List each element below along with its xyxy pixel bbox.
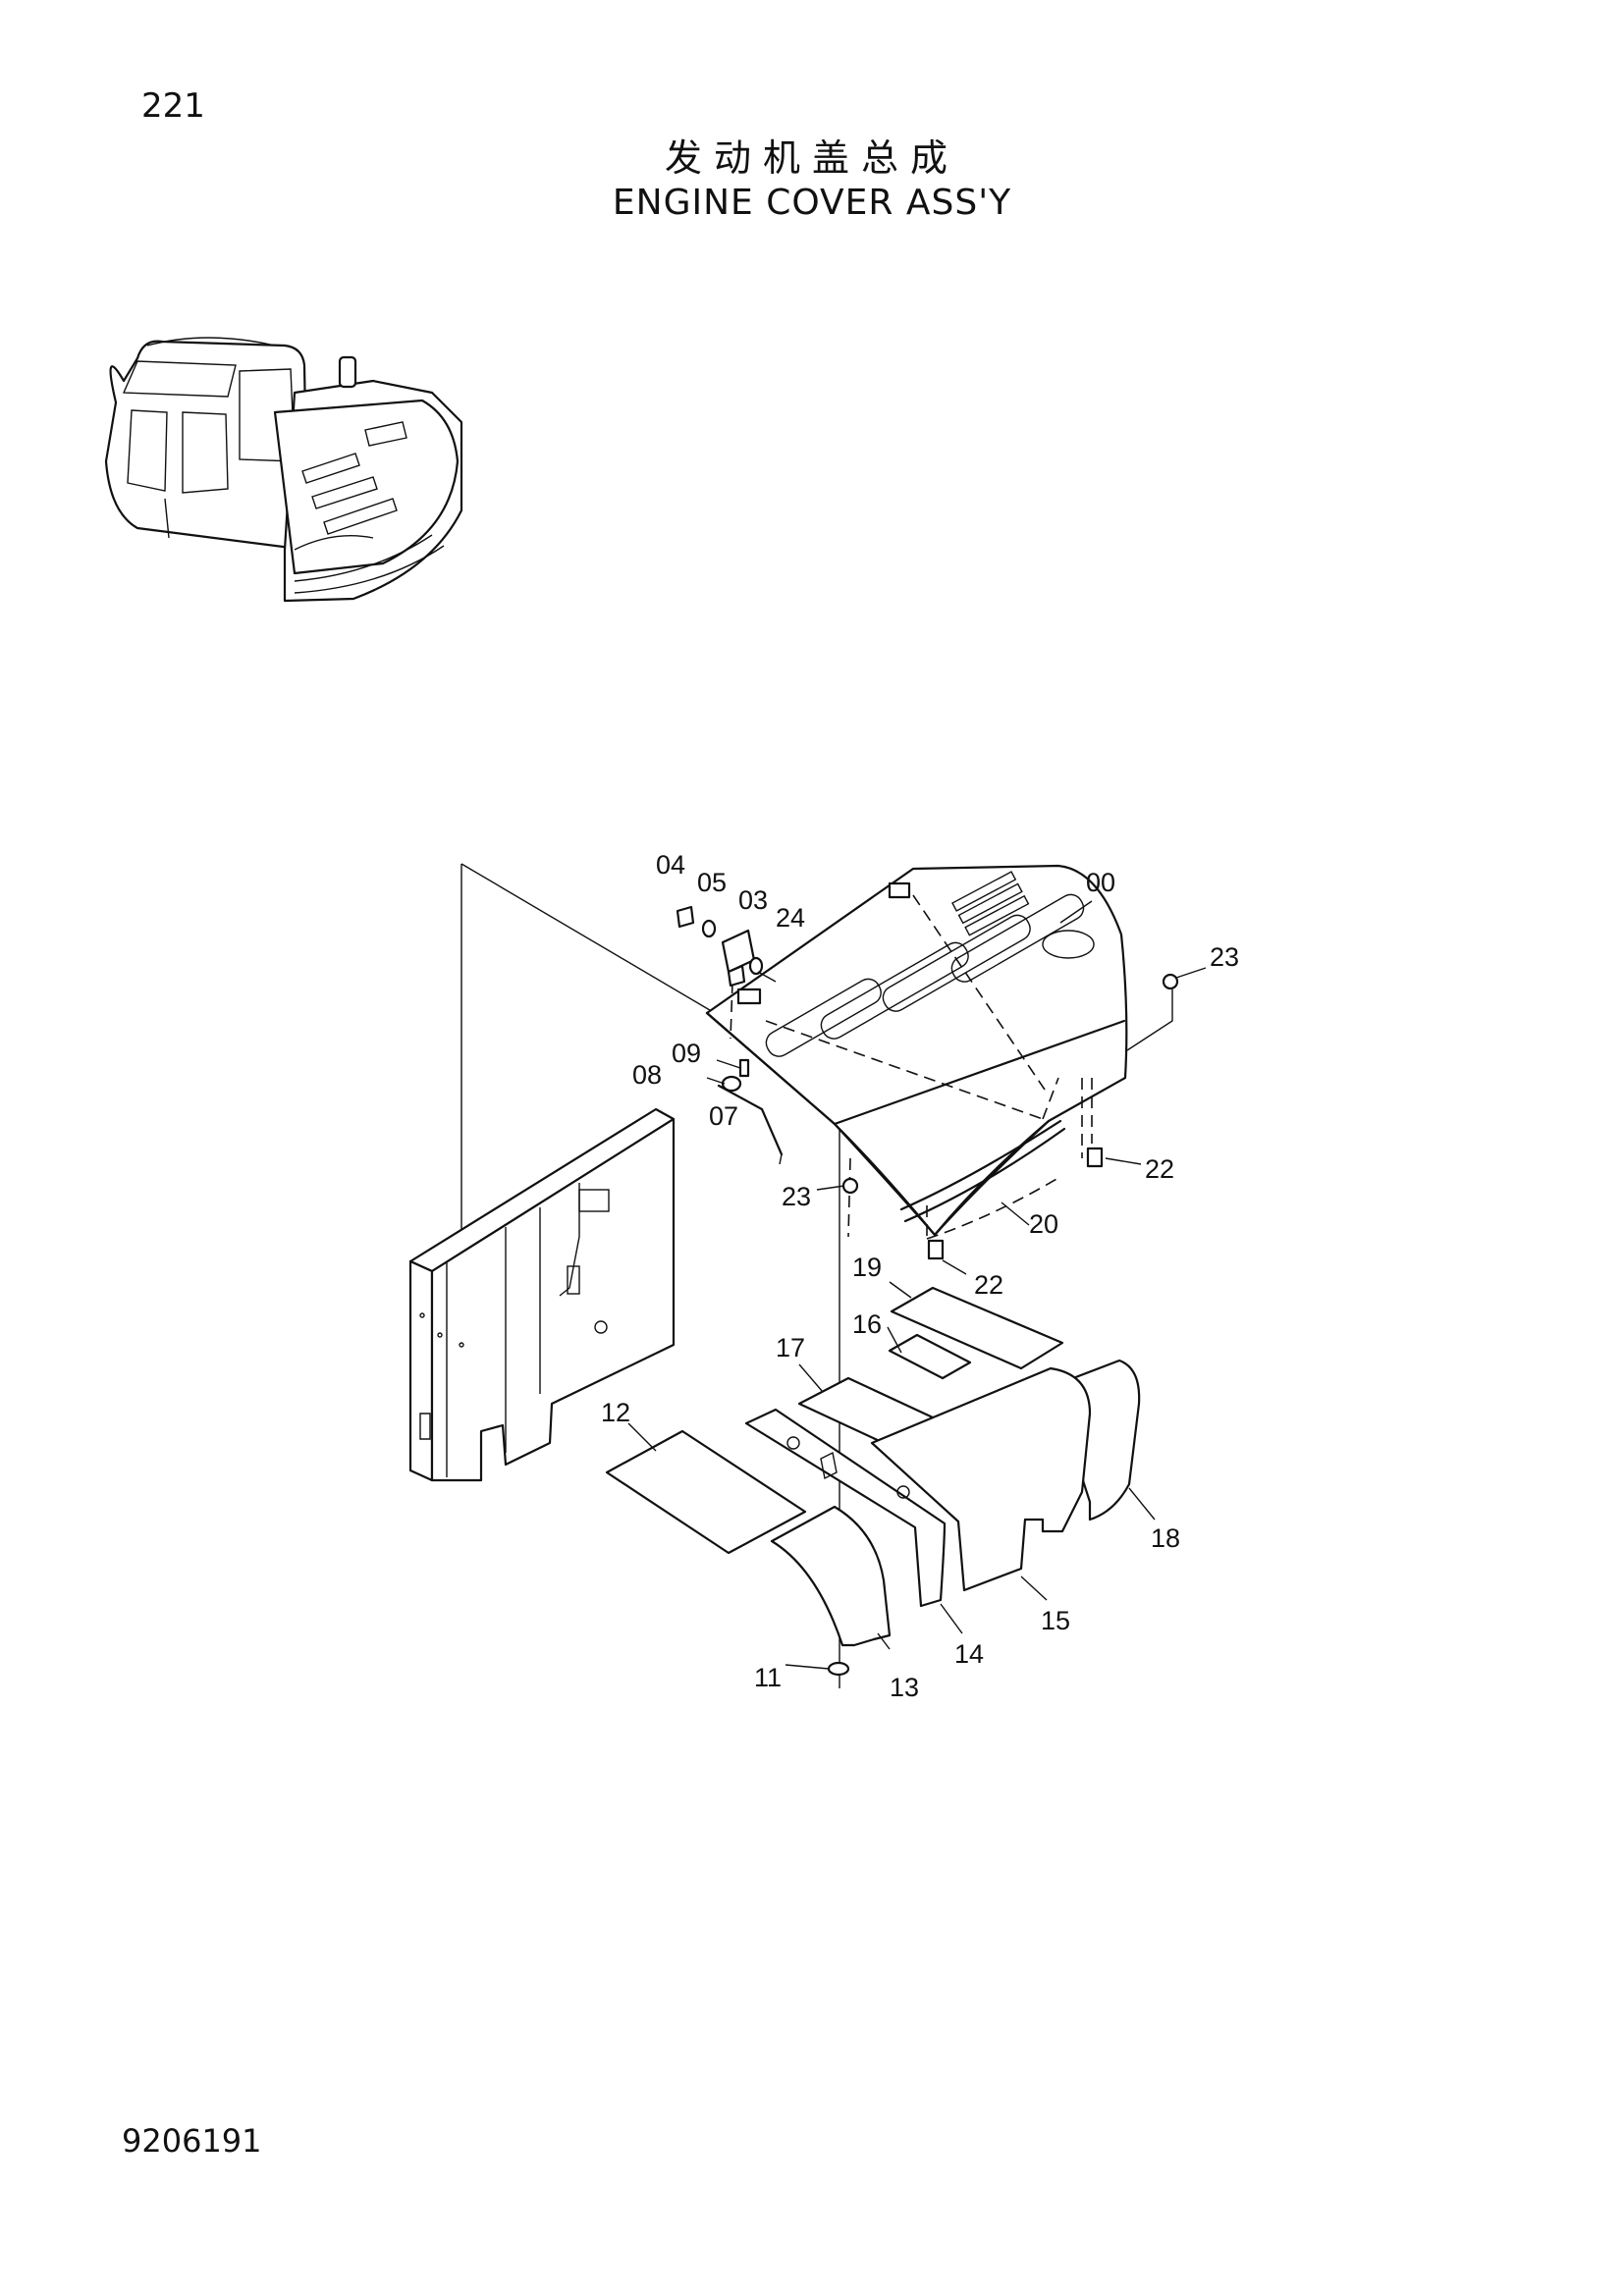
- callout-09: 09: [672, 1039, 701, 1068]
- callout-11: 11: [754, 1663, 782, 1692]
- callout-04: 04: [656, 850, 685, 880]
- callout-15: 15: [1041, 1606, 1070, 1635]
- page-title-english: ENGINE COVER ASS'Y: [612, 183, 1012, 223]
- callout-07: 07: [709, 1101, 738, 1131]
- excavator-overview-illustration: [104, 337, 463, 603]
- callout-14: 14: [954, 1639, 984, 1669]
- callout-24: 24: [776, 903, 805, 933]
- callout-18: 18: [1151, 1523, 1180, 1553]
- callout-08: 08: [632, 1060, 662, 1090]
- callout-22-right: 22: [1145, 1154, 1174, 1184]
- page-title-chinese: 发动机盖总成: [664, 136, 959, 180]
- callout-22-lower: 22: [974, 1270, 1003, 1300]
- callout-00: 00: [1086, 868, 1115, 897]
- callout-03: 03: [738, 885, 768, 915]
- callout-23-left: 23: [782, 1182, 811, 1211]
- callout-05: 05: [697, 868, 727, 897]
- part-00-engine-cover: [705, 864, 1128, 1237]
- callout-23-right: 23: [1210, 942, 1239, 972]
- callout-17: 17: [776, 1333, 805, 1362]
- callout-16: 16: [852, 1309, 882, 1339]
- page-number: 221: [141, 86, 205, 126]
- callout-13: 13: [890, 1673, 919, 1702]
- callout-12: 12: [601, 1398, 630, 1427]
- side-panel: [408, 1107, 676, 1482]
- callout-19: 19: [852, 1253, 882, 1282]
- callout-20: 20: [1029, 1209, 1058, 1239]
- document-code: 9206191: [122, 2122, 262, 2160]
